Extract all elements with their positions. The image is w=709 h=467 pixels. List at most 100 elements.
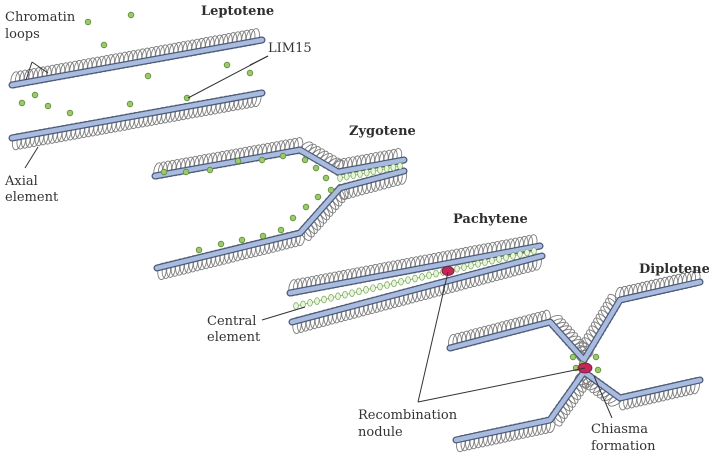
central-element-bead: [335, 292, 341, 301]
lim15-dot: [100, 41, 108, 49]
central-element-bead: [363, 286, 369, 294]
chiasma-formation-leader: [593, 375, 613, 419]
lim15-dot: [258, 156, 266, 164]
central-element-bead: [482, 258, 488, 267]
stage-title-leptotene: Leptotene: [201, 4, 274, 19]
central-element-bead: [412, 274, 418, 283]
central-element-bead: [314, 297, 320, 305]
central-element-bead: [517, 250, 523, 258]
central-element-bead: [293, 302, 299, 310]
label-central-element-line2: element: [207, 330, 261, 345]
central-element-bead: [433, 269, 439, 278]
lim15-dot: [238, 236, 246, 244]
axial-element: [9, 37, 265, 88]
lim15-dot: [594, 366, 602, 374]
label-central-element-line1: Central: [207, 314, 256, 329]
lim15-dot: [126, 100, 134, 108]
central-element-line: [339, 165, 401, 179]
axial-element: [154, 168, 407, 271]
central-elements-layer: [293, 162, 537, 310]
lim15-dot: [84, 18, 92, 26]
label-axial-element-line2: element: [5, 190, 59, 205]
central-element-bead: [337, 174, 343, 182]
central-element-bead: [489, 256, 495, 265]
axial-element: [9, 90, 265, 141]
lim15-dot: [195, 246, 203, 254]
central-element-bead: [321, 295, 327, 304]
lim15-dot: [234, 157, 242, 165]
lim15-dot: [217, 240, 225, 248]
label-chiasma-formation-line1: Chiasma: [591, 422, 648, 437]
central-element-bead: [419, 273, 425, 281]
axial-element: [287, 243, 543, 296]
central-element-leader: [261, 306, 306, 321]
central-element-bead: [363, 168, 370, 177]
lim15-dot: [31, 91, 39, 99]
stage-title-zygotene: Zygotene: [349, 124, 416, 139]
lim15-dot: [246, 69, 254, 77]
lim15-dot: [144, 72, 152, 80]
stage-title-pachytene: Pachytene: [453, 212, 528, 227]
lim15-dot: [223, 61, 231, 69]
central-element-bead: [343, 172, 350, 181]
central-element-bead: [405, 276, 411, 284]
central-element-bead: [370, 167, 377, 176]
central-element-bead: [496, 255, 502, 263]
lim15-dot: [289, 214, 297, 222]
chromatin-loops-layer: [10, 28, 701, 453]
lim15-dot: [592, 353, 600, 361]
lim15-dot: [182, 168, 190, 176]
lim15-dot: [322, 174, 330, 182]
label-lim15: LIM15: [268, 41, 312, 56]
lim15-dot: [160, 168, 168, 176]
central-element-bead: [377, 282, 383, 291]
axial-element: [289, 253, 545, 325]
central-element-bead: [307, 299, 313, 307]
lim15-dot: [44, 102, 52, 110]
central-element-bead: [390, 163, 397, 172]
central-element-bead: [475, 260, 481, 268]
lim15-dot: [569, 353, 577, 361]
lim15-dot: [302, 203, 310, 211]
central-element-bead: [349, 289, 355, 297]
lim15-dot: [206, 166, 214, 174]
label-chromatin-loops-line1: Chromatin: [5, 10, 76, 25]
lim15-dot: [183, 94, 191, 102]
lim15-dot: [327, 186, 335, 194]
recombination-nodule-leader-1: [417, 271, 449, 403]
axial-element: [152, 147, 407, 179]
label-recombination-nodule-line2: nodule: [358, 425, 403, 440]
central-element-bead: [342, 290, 348, 299]
label-axial-element-line1: Axial: [4, 174, 38, 189]
central-element-bead: [350, 171, 357, 180]
chromosome-homolog: [157, 167, 408, 281]
central-element-bead: [377, 166, 383, 174]
central-element-bead: [524, 248, 530, 257]
chromatin-loops-leader-1: [31, 61, 49, 74]
central-element-bead: [510, 252, 516, 260]
central-element-bead: [454, 265, 460, 273]
axial-elements-layer: [8, 36, 704, 444]
recombination-nodule-leader-2: [417, 367, 586, 403]
lim15-dot: [277, 226, 285, 234]
central-element-bead: [370, 284, 376, 292]
leader-lines: [24, 55, 613, 419]
lim15-dot: [279, 152, 287, 160]
central-element-bead: [426, 271, 432, 280]
central-element-bead: [356, 287, 362, 296]
lim15-leader-2: [187, 55, 269, 99]
central-element-bead: [531, 247, 537, 255]
label-chromatin-loops-line2: loops: [5, 27, 40, 42]
central-element-bead: [328, 294, 334, 302]
lim15-dot: [301, 156, 309, 164]
central-element-bead: [384, 281, 390, 289]
central-element-bead: [468, 261, 474, 270]
axial-element-leader: [24, 146, 39, 169]
lim15-dot: [259, 232, 267, 240]
central-element: [337, 162, 403, 182]
label-chiasma-formation-line2: formation: [591, 439, 656, 454]
central-element-bead: [383, 164, 390, 173]
lim15-dot: [312, 164, 320, 172]
central-element-bead: [503, 253, 509, 262]
